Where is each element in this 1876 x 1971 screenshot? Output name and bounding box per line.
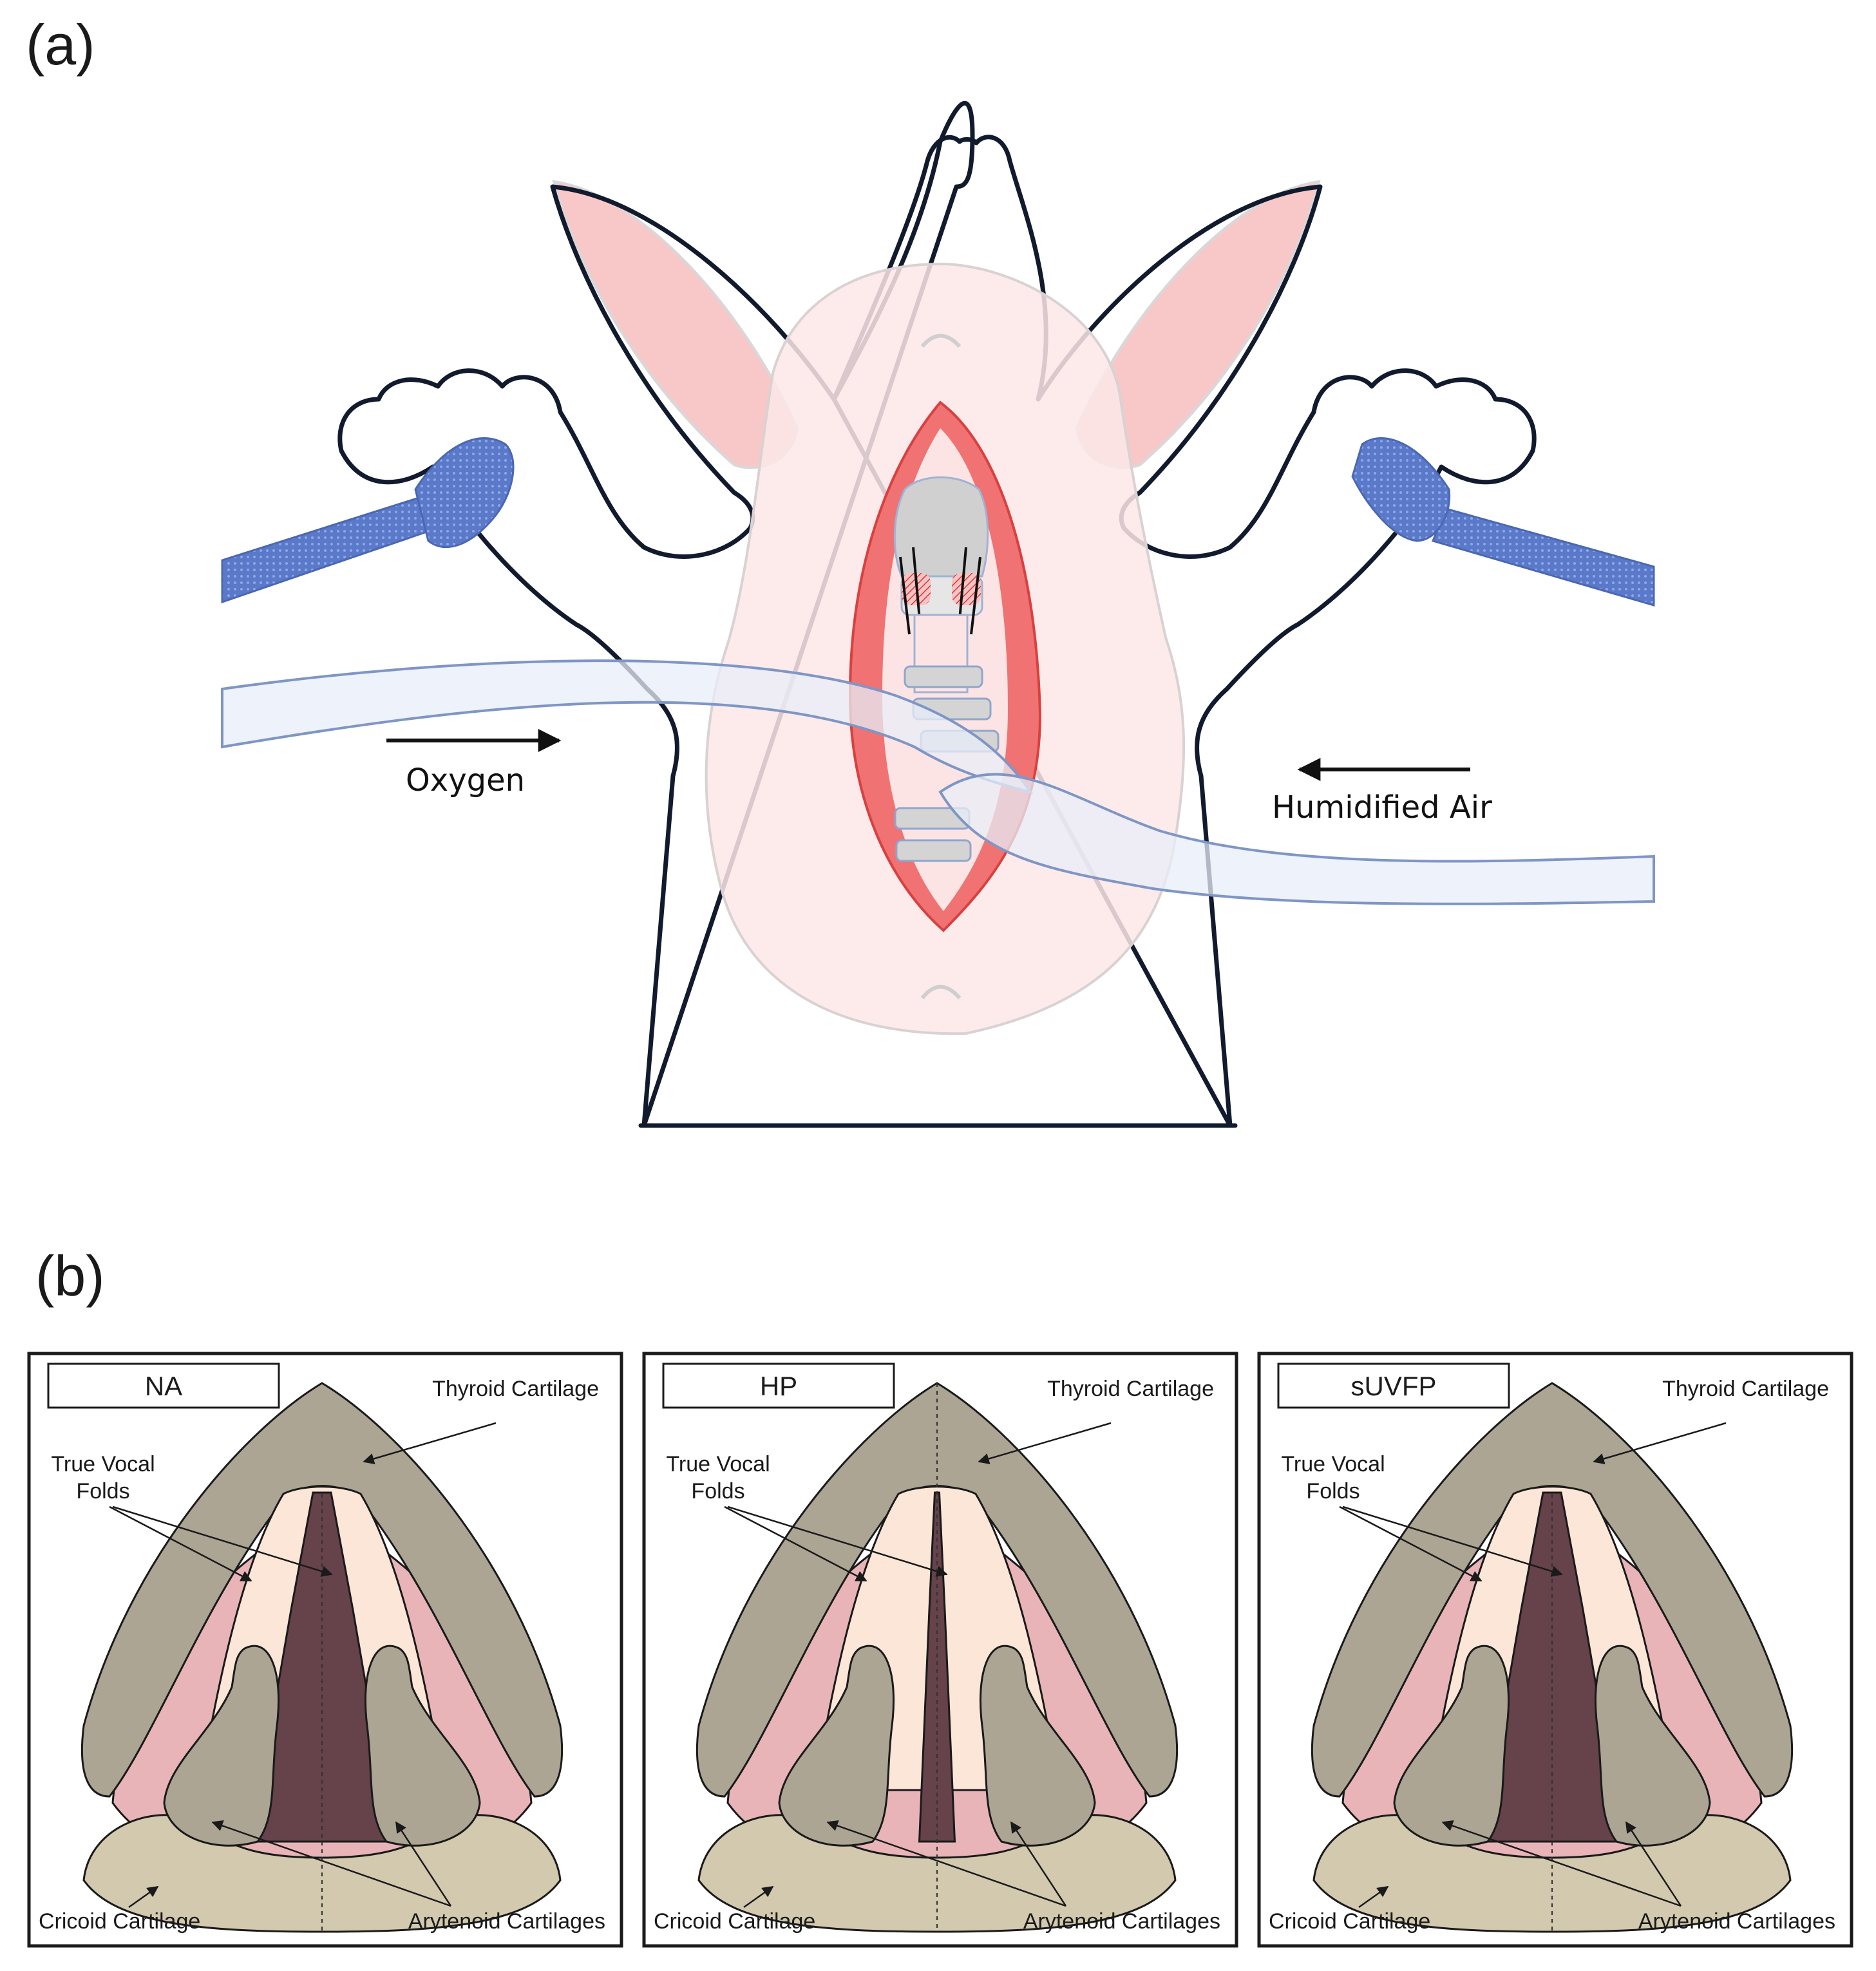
right-wrist-cuff xyxy=(1351,437,1451,542)
left-wrist-cuff xyxy=(414,437,515,549)
condition-tag-box xyxy=(662,1363,895,1409)
thyroid-cartilage-label: Thyroid Cartilage xyxy=(1047,1377,1214,1401)
humidified-air-tube xyxy=(938,773,1655,905)
left-arytenoid xyxy=(1393,1645,1510,1847)
thyroid-cartilage-label: Thyroid Cartilage xyxy=(1662,1377,1829,1401)
cricoid-cartilage-label: Cricoid Cartilage xyxy=(39,1909,200,1934)
vocal-fold-pointer-right xyxy=(112,1505,333,1577)
left-limb-strap xyxy=(221,495,439,604)
vocal-fold-pointer-right xyxy=(727,1505,948,1577)
left-arytenoid xyxy=(778,1645,895,1847)
vocal-folds-label-line1: True Vocal xyxy=(51,1452,155,1476)
left-arytenoid xyxy=(163,1645,280,1847)
oxygen-label: Oxygen xyxy=(406,762,525,798)
right-arytenoid xyxy=(980,1645,1096,1847)
glottis xyxy=(918,1491,956,1843)
condition-tag-box xyxy=(1277,1363,1510,1409)
vocal-folds-label-line1: True Vocal xyxy=(666,1452,770,1476)
condition-tag-box xyxy=(47,1363,280,1409)
humidified-air-label: Humidified Air xyxy=(1272,789,1492,825)
drape-lower-mark xyxy=(920,985,962,1000)
arytenoid-pointer-left xyxy=(211,1820,451,1907)
thyroid-cartilage-label: Thyroid Cartilage xyxy=(432,1377,599,1401)
panel-a: (a) xyxy=(26,13,1655,1128)
panel-a-letter: (a) xyxy=(26,13,95,77)
condition-tag: sUVFP xyxy=(1350,1371,1436,1401)
vocal-folds-label-line2: Folds xyxy=(1306,1479,1360,1504)
condition-tag: HP xyxy=(760,1371,797,1401)
right-arytenoid xyxy=(1595,1645,1711,1847)
vocal-folds-label-line1: True Vocal xyxy=(1281,1452,1385,1476)
thyroid-pointer xyxy=(978,1422,1112,1464)
vocal-fold-pointer-left xyxy=(1339,1505,1483,1582)
cricoid-pointer xyxy=(1358,1885,1389,1909)
cricoid-cartilage-label: Cricoid Cartilage xyxy=(654,1909,815,1934)
vocal-fold-pointer-left xyxy=(724,1505,867,1582)
cricoid-pointer xyxy=(128,1885,159,1909)
vocal-folds-label-line2: Folds xyxy=(76,1479,129,1504)
panel-b-letter: (b) xyxy=(35,1244,105,1308)
cricoid-cartilage-label: Cricoid Cartilage xyxy=(1269,1909,1430,1934)
vocal-fold-pointer-right xyxy=(1342,1505,1563,1577)
vocal-folds-label-line2: Folds xyxy=(691,1479,744,1504)
cricoid-pointer xyxy=(743,1885,774,1909)
condition-tag: NA xyxy=(145,1371,182,1401)
arytenoid-cartilages-label: Arytenoid Cartilages xyxy=(408,1909,605,1934)
arytenoid-cartilages-label: Arytenoid Cartilages xyxy=(1023,1909,1220,1934)
thyroid-cartilage-icon xyxy=(893,476,989,578)
drape-upper-mark xyxy=(920,334,962,348)
arytenoid-pointer-left xyxy=(826,1820,1066,1907)
arytenoid-pointer-right xyxy=(1010,1821,1067,1907)
arytenoid-pointer-right xyxy=(1625,1821,1682,1907)
thyroid-pointer xyxy=(363,1422,497,1464)
right-arytenoid xyxy=(365,1645,481,1847)
arytenoid-pointer-right xyxy=(395,1821,452,1907)
arytenoid-cartilages-label: Arytenoid Cartilages xyxy=(1638,1909,1835,1934)
arytenoid-pointer-left xyxy=(1441,1820,1682,1907)
vocal-fold-pointer-left xyxy=(109,1505,252,1582)
right-limb-strap xyxy=(1431,507,1655,607)
thyroid-pointer xyxy=(1593,1422,1727,1464)
